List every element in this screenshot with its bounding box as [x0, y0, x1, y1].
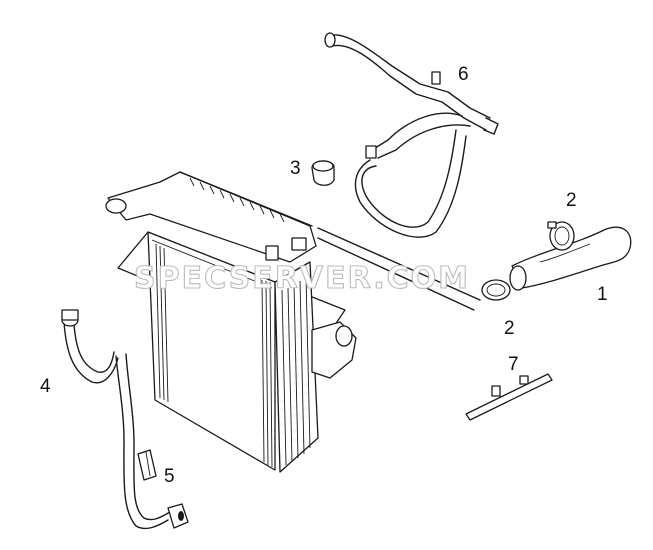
watermark-text: SPECSERVER.COM: [134, 261, 470, 296]
hose-clamp-3: [311, 160, 335, 186]
overflow-hose: [61, 309, 189, 530]
hose-clamp-2-lower: [481, 279, 511, 301]
callout-label-5: 5: [164, 466, 175, 487]
callout-label-6: 6: [458, 64, 469, 85]
callout-label-7: 7: [508, 354, 519, 375]
hose-clamp-2-upper: [547, 221, 575, 251]
callout-label-1: 1: [597, 284, 608, 305]
upper-coolant-hose: [324, 32, 499, 238]
mounting-bracket: [465, 373, 553, 421]
radiator: [105, 171, 481, 473]
callout-label-2-upper: 2: [566, 190, 577, 211]
hose-clip-5: [137, 449, 157, 481]
callout-label-4: 4: [40, 376, 51, 397]
callout-label-2-lower: 2: [504, 318, 515, 339]
callout-label-3: 3: [290, 158, 301, 179]
